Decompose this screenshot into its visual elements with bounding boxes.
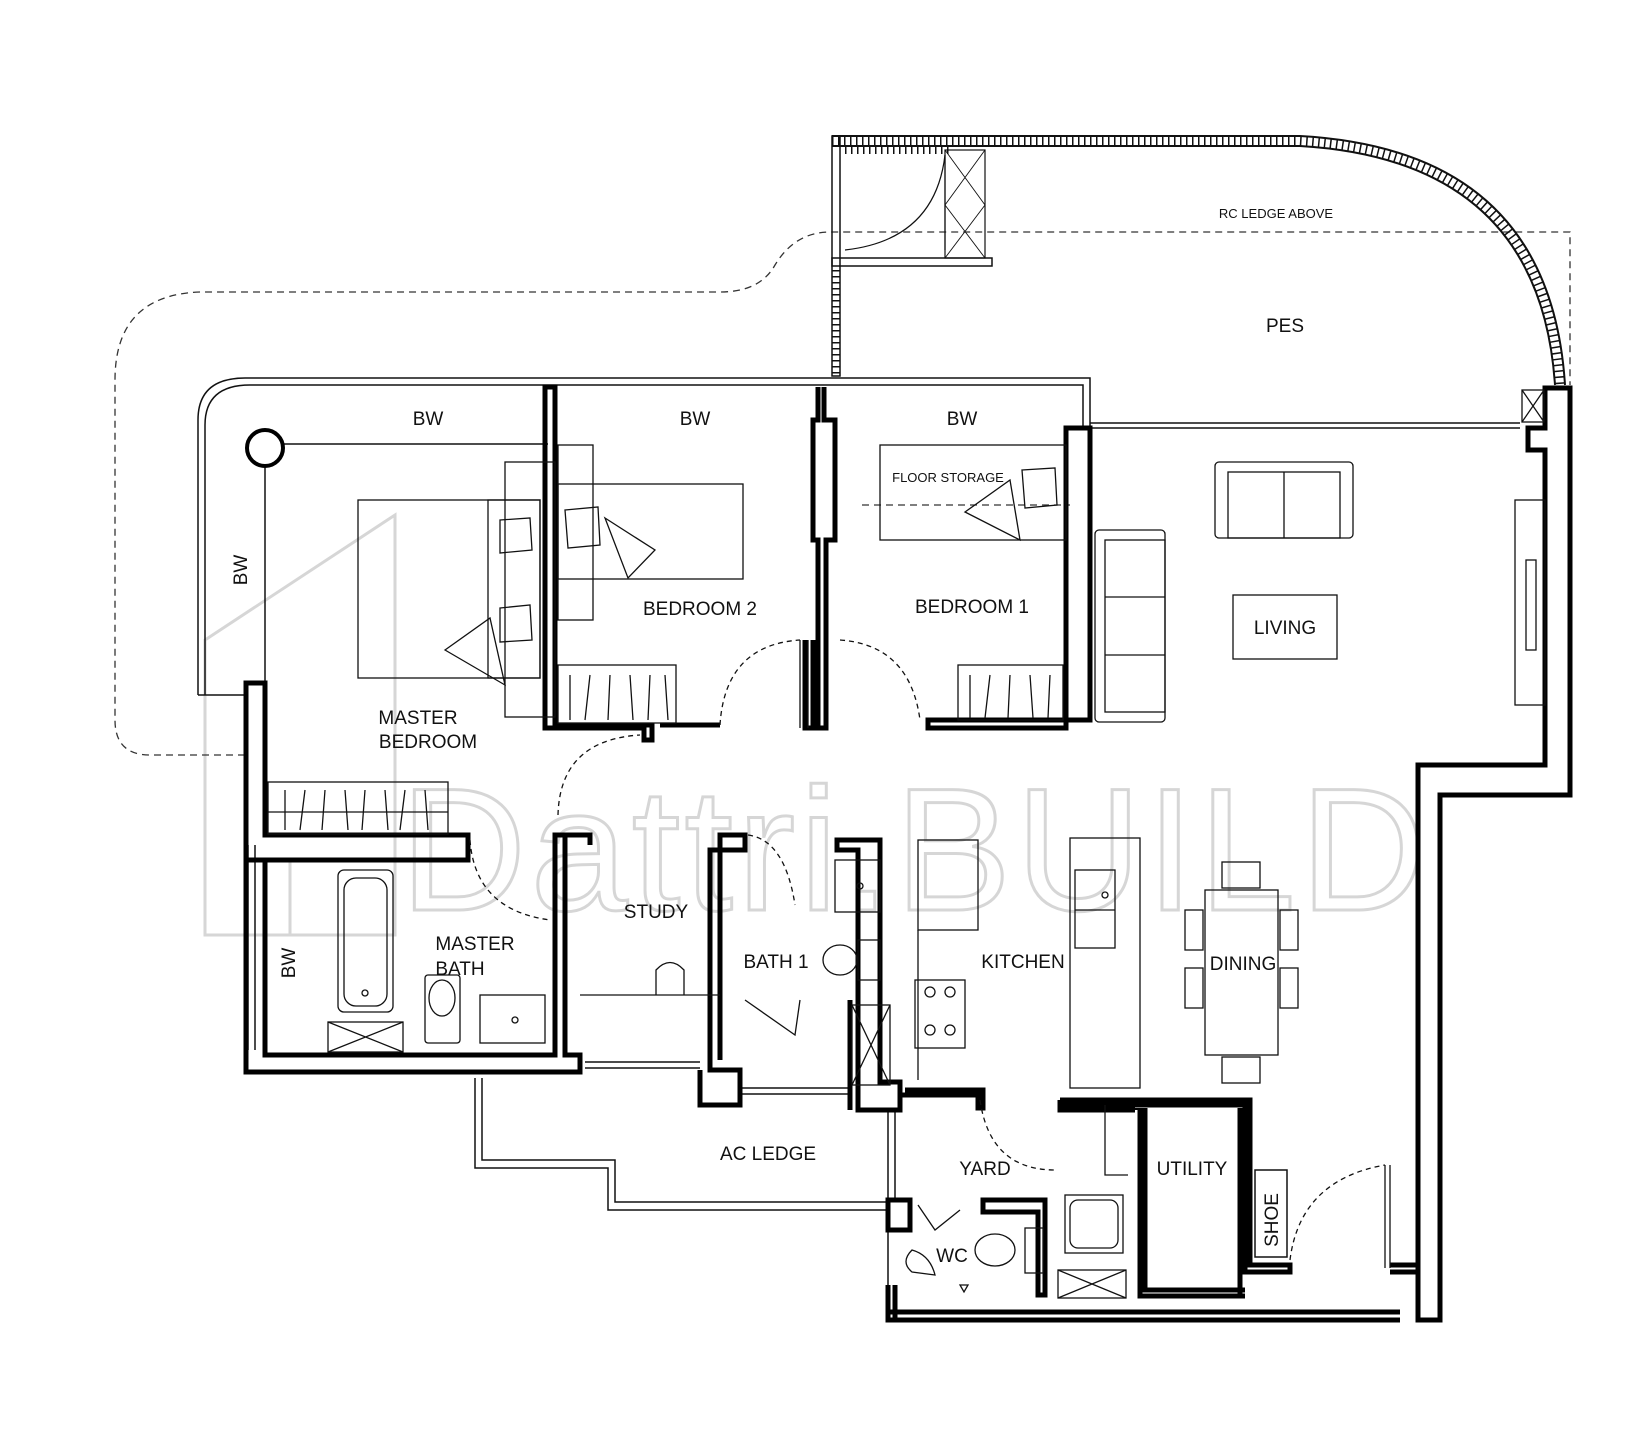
label-master-bedroom-1: MASTER: [378, 708, 457, 729]
watermark-text: Dattri.BUILD: [400, 753, 1430, 948]
label-bw-bedroom-2: BW: [680, 409, 711, 430]
label-study: STUDY: [624, 902, 689, 923]
wardrobes: [267, 664, 1064, 835]
bath-1-fixtures: [744, 859, 891, 1086]
label-yard: YARD: [959, 1159, 1010, 1180]
label-bedroom-2: BEDROOM 2: [643, 599, 757, 620]
label-utility: UTILITY: [1157, 1159, 1228, 1180]
bedroom-2-bed: [557, 444, 744, 621]
kitchen-fixtures: [914, 837, 1141, 1089]
label-shoe: SHOE: [1262, 1193, 1283, 1247]
label-bw-bath: BW: [279, 948, 300, 979]
label-bw-bedroom-1: BW: [947, 409, 978, 430]
label-kitchen: KITCHEN: [981, 952, 1064, 973]
label-ac-ledge: AC LEDGE: [720, 1144, 816, 1165]
label-dining: DINING: [1210, 954, 1277, 975]
label-wc: WC: [936, 1246, 968, 1267]
label-bedroom-1: BEDROOM 1: [915, 597, 1029, 618]
label-bw-master: BW: [413, 409, 444, 430]
furniture: [267, 389, 1546, 1299]
living-sofas: [1094, 389, 1546, 723]
bedroom-1-bed: [879, 444, 1067, 542]
door-leaves: [799, 640, 1391, 1268]
dining-table: [1184, 861, 1299, 1084]
rc-ledge-rail: [831, 135, 1566, 386]
column-marker: [245, 428, 285, 468]
label-rc-ledge: RC LEDGE ABOVE: [1219, 206, 1333, 221]
label-bw-side: BW: [231, 555, 252, 586]
label-master-bath-1: MASTER: [435, 934, 514, 955]
watermark: Dattri.BUILD: [203, 512, 1430, 950]
label-pes: PES: [1266, 316, 1304, 337]
room-labels: RC LEDGE ABOVE PES BW BW BW BW BW FLOOR …: [231, 206, 1333, 1267]
label-master-bath-2: BATH: [435, 959, 484, 980]
doors: [469, 639, 1386, 1261]
label-floor-storage: FLOOR STORAGE: [892, 470, 1004, 485]
label-master-bedroom-2: BEDROOM: [379, 732, 477, 753]
ledge-outlines: [114, 231, 1571, 756]
label-bath-1: BATH 1: [743, 952, 808, 973]
master-bath-fixtures: [327, 869, 546, 1053]
master-bed: [357, 461, 556, 718]
study-desk: [580, 961, 720, 996]
utility-wc-fixtures: [905, 1194, 1127, 1299]
label-living: LIVING: [1254, 618, 1316, 639]
